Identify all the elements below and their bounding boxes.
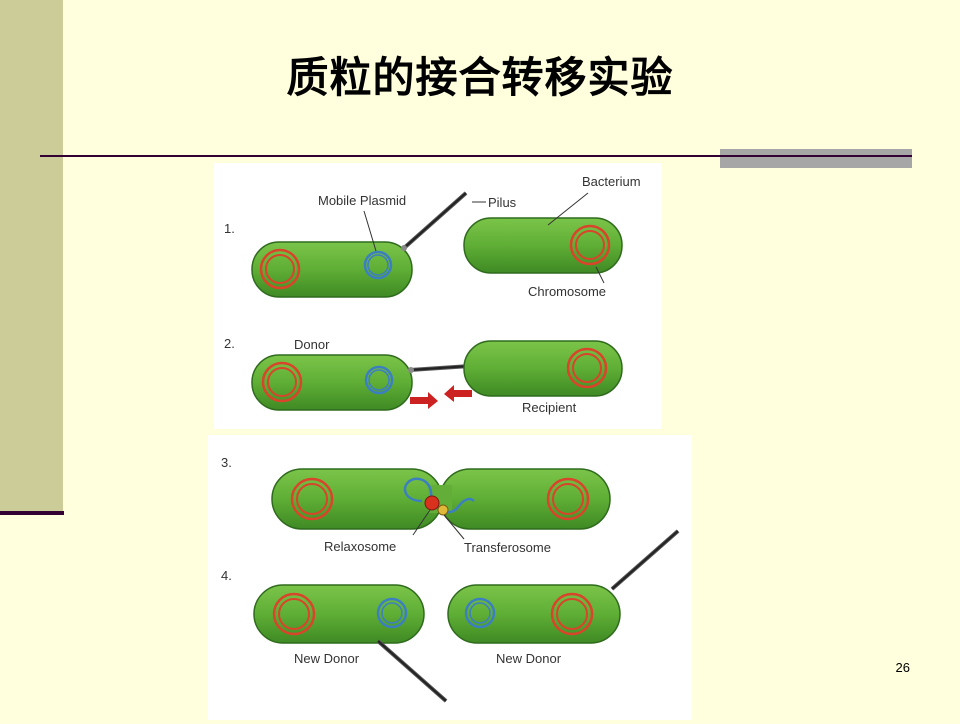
step4-new-donor-right: [447, 584, 621, 644]
label-new-donor-left: New Donor: [294, 651, 360, 666]
label-chromosome: Chromosome: [528, 284, 606, 299]
side-bar-decoration: [0, 0, 63, 512]
chromosome-ring: [569, 224, 611, 266]
title-accent-line: [720, 155, 912, 157]
step1-donor-cell: [251, 241, 413, 298]
relaxosome-marker: [424, 495, 440, 511]
plasmid-ring: [363, 250, 393, 280]
leader-relaxosome: [412, 509, 431, 536]
diagram-panel-top: 1. 2. Mobile Plasmid Pilus Bacterium Chr…: [214, 163, 662, 429]
chromosome-ring: [546, 477, 590, 521]
chromosome-ring: [290, 477, 334, 521]
label-mobile-plasmid: Mobile Plasmid: [318, 193, 406, 208]
chromosome-ring-inner: [572, 353, 602, 383]
conjugation-diagram-steps-3-4: 3. 4. Relaxosome Transferosome: [221, 455, 680, 703]
step-number-2: 2.: [224, 336, 235, 351]
step2-donor-cell: [251, 354, 413, 411]
title-accent-bar: [720, 149, 912, 168]
label-recipient: Recipient: [522, 400, 577, 415]
plasmid-ring-inner: [469, 602, 491, 624]
chromosome-ring: [550, 592, 594, 636]
label-bacterium: Bacterium: [582, 174, 641, 189]
chromosome-ring: [566, 347, 608, 389]
step1-bacterium-cell: [463, 217, 623, 274]
plasmid-ring-inner: [368, 369, 390, 391]
step2-recipient-cell: [463, 340, 623, 397]
leader-bacterium: [547, 192, 589, 226]
chromosome-ring-inner: [296, 483, 328, 515]
plasmid-ring: [464, 597, 496, 629]
pilus-core: [403, 192, 467, 249]
leader-mobile-plasmid: [363, 210, 377, 252]
chromosome-ring: [272, 592, 316, 636]
step-number-4: 4.: [221, 568, 232, 583]
slide-title: 质粒的接合转移实验: [286, 53, 674, 102]
step-number-1: 1.: [224, 221, 235, 236]
leader-transferosome: [443, 514, 465, 540]
step-number-3: 3.: [221, 455, 232, 470]
step3-mating-pair: [271, 468, 611, 530]
arrow-left-icon: [444, 385, 472, 402]
pilus-base: [401, 245, 407, 251]
side-bar-underline: [0, 511, 64, 515]
plasmid-ring: [376, 597, 408, 629]
label-transferosome: Transferosome: [464, 540, 551, 555]
chromosome-ring-inner: [556, 598, 588, 630]
chromosome-ring-inner: [278, 598, 310, 630]
plasmid-ring-inner: [381, 602, 403, 624]
label-pilus: Pilus: [488, 195, 517, 210]
new-pilus-left-core: [377, 640, 447, 702]
pilus-base: [408, 367, 414, 373]
plasmid-ring-inner: [367, 254, 389, 276]
arrow-right-icon: [410, 392, 438, 409]
label-relaxosome: Relaxosome: [324, 539, 396, 554]
conjugation-diagram-steps-1-2: 1. 2. Mobile Plasmid Pilus Bacterium Chr…: [224, 174, 641, 415]
chromosome-ring-inner: [265, 254, 295, 284]
page-number: 26: [895, 660, 910, 675]
chromosome-ring: [261, 361, 303, 403]
label-donor: Donor: [294, 337, 330, 352]
chromosome-ring-inner: [267, 367, 297, 397]
label-new-donor-right: New Donor: [496, 651, 562, 666]
chromosome-ring-inner: [575, 230, 605, 260]
new-pilus-right-core: [611, 530, 679, 590]
leader-chromosome: [595, 266, 605, 284]
plasmid-strand: [403, 477, 433, 503]
chromosome-ring: [259, 248, 301, 290]
transferosome-marker: [437, 504, 449, 516]
chromosome-ring-inner: [552, 483, 584, 515]
diagram-panel-bottom: 3. 4. Relaxosome Transferosome: [208, 435, 692, 720]
pilus-connection-core: [409, 365, 471, 371]
title-divider: [40, 155, 912, 157]
step4-new-donor-left: [253, 584, 425, 644]
plasmid-ring: [364, 365, 394, 395]
